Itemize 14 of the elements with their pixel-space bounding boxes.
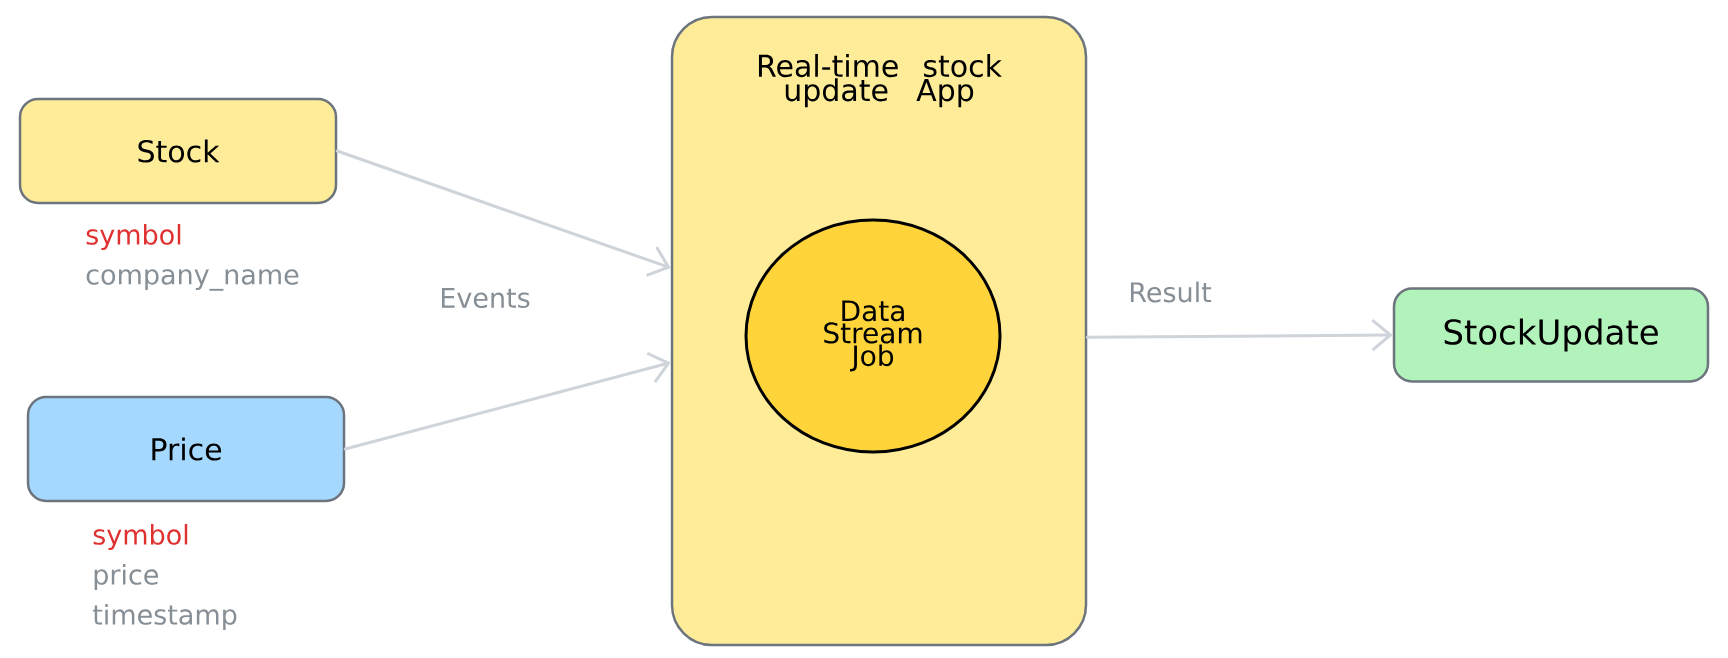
- arrow: [1085, 319, 1393, 352]
- process-box: Price: [26, 395, 346, 503]
- edge-label: Result: [1126, 279, 1214, 305]
- process-box: Stock: [18, 97, 338, 205]
- annotation-text: Events: [441, 287, 530, 308]
- circle-node: Data Stream Job: [744, 218, 1002, 454]
- attribute-text: company_name: [86, 269, 299, 291]
- attribute-text: timestamp: [92, 603, 237, 631]
- process-box: StockUpdate: [1392, 287, 1710, 383]
- attribute-text: symbol: [93, 523, 188, 551]
- arrow: [335, 149, 671, 277]
- attribute-text: price: [94, 563, 158, 591]
- arrow: [343, 351, 671, 451]
- attribute-text: symbol: [86, 223, 181, 251]
